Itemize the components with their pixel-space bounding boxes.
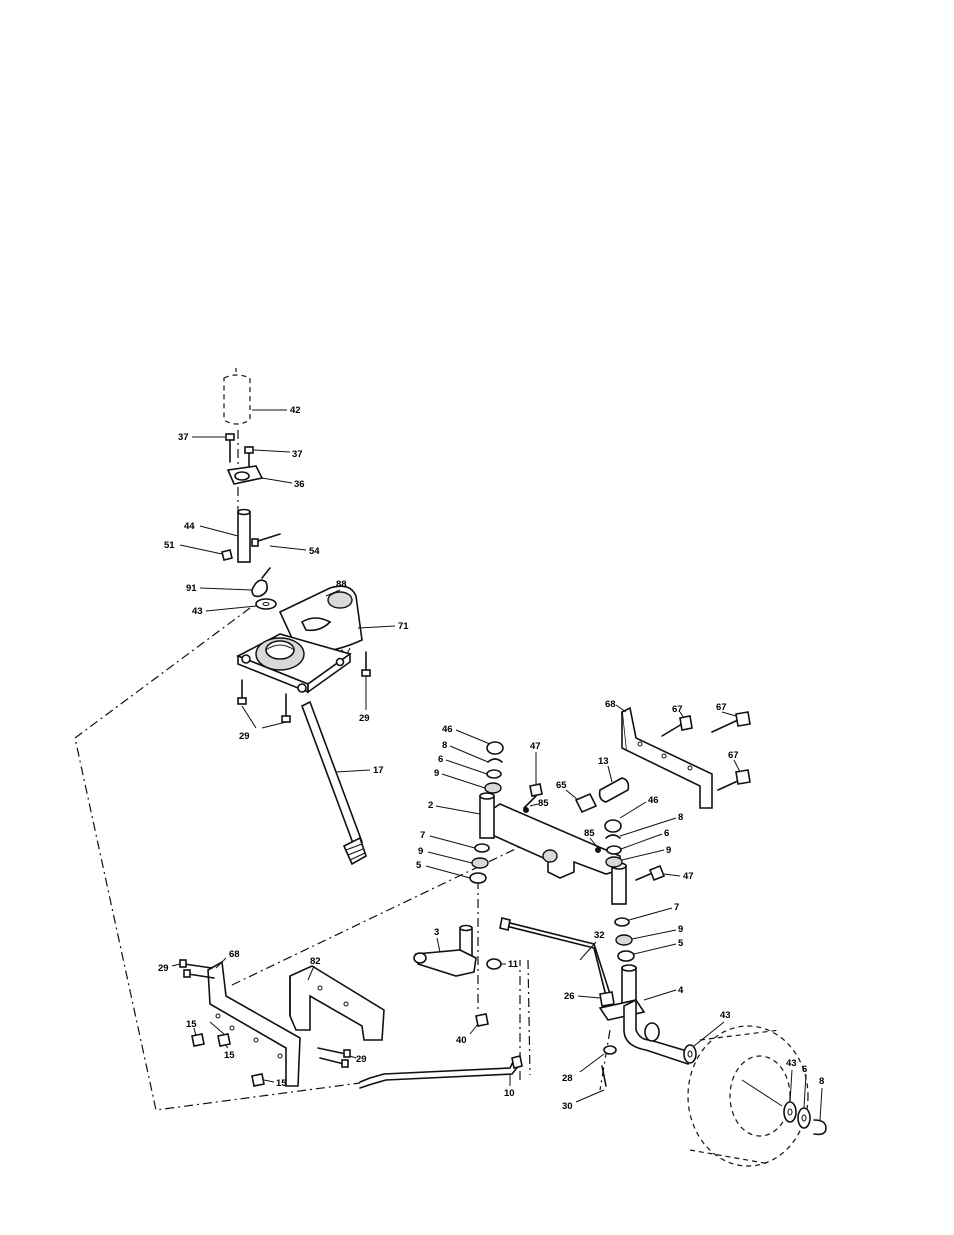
label-11: 11 [508,959,519,970]
bolts-29-lower-right [318,1048,356,1067]
spring-91 [200,568,270,596]
label-32: 32 [594,930,605,941]
bracket-68-lower [208,958,300,1086]
label-54: 54 [309,546,320,557]
label-9-left-lower: 9 [418,846,423,857]
callout-labels: 42 37 37 36 44 51 54 91 88 43 71 29 29 1… [158,405,824,1112]
label-68-lower: 68 [229,949,240,960]
pinion-shaft-17 [302,702,370,864]
pivot-bushing-13 [600,766,629,802]
label-37-left: 37 [178,432,189,443]
label-29-housing-left: 29 [239,731,250,742]
label-29-housing-right: 29 [359,713,370,724]
bolts-29-housing-left [238,680,290,728]
label-3: 3 [434,927,439,938]
label-6-left: 6 [438,754,443,765]
spacer-65 [566,790,596,812]
label-7-right: 7 [674,902,679,913]
label-88: 88 [336,579,347,590]
label-67-a: 67 [672,704,683,715]
label-17: 17 [373,765,384,776]
label-91: 91 [186,583,197,594]
bracket-82 [290,966,384,1040]
left-lower-washer-stack [426,836,489,883]
label-85-left: 85 [538,798,549,809]
label-43-axle: 43 [720,1010,731,1021]
label-28: 28 [562,1073,573,1084]
bolt-37-left [192,434,234,462]
label-44: 44 [184,521,195,532]
label-68-top: 68 [605,699,616,710]
label-26: 26 [564,991,575,1002]
label-67-c: 67 [728,750,739,761]
label-85-right: 85 [584,828,595,839]
label-51: 51 [164,540,175,551]
label-30: 30 [562,1101,573,1112]
label-36: 36 [294,479,305,490]
right-lower-washer-stack [615,908,676,961]
label-8-left: 8 [442,740,447,751]
label-8-wheel: 8 [819,1076,824,1087]
label-8-right: 8 [678,812,683,823]
label-37-right: 37 [292,449,303,460]
label-65: 65 [556,780,567,791]
left-spindle-3 [414,926,476,977]
nut-40 [470,1014,488,1034]
bearing-flange-36 [228,466,292,484]
axle-support-bracket-68-top [616,705,712,808]
label-43-wheel: 43 [786,1058,797,1069]
label-13: 13 [598,756,609,767]
label-46-right: 46 [648,795,659,806]
label-43-top: 43 [192,606,203,617]
nut-51 [180,545,232,560]
left-spindle-hardware-stack [442,730,503,793]
label-2: 2 [428,800,433,811]
bolt-54 [252,534,306,550]
label-47-left: 47 [530,741,541,752]
label-82: 82 [310,956,321,967]
washer-28 [580,1046,616,1072]
label-4: 4 [678,985,684,996]
clip-11 [487,959,506,969]
label-40: 40 [456,1035,467,1046]
label-15-c: 15 [276,1078,287,1089]
label-5-right: 5 [678,938,684,949]
label-7-left: 7 [420,830,425,841]
label-5-left: 5 [416,860,422,871]
label-15-a: 15 [186,1019,197,1030]
label-15-b: 15 [224,1050,235,1061]
label-42: 42 [290,405,301,416]
label-6-wheel: 6 [802,1064,807,1075]
label-6-right: 6 [664,828,669,839]
nut-26 [578,992,614,1006]
label-29-lower-left: 29 [158,963,169,974]
drag-link-10 [360,1056,522,1088]
bolt-47-right [636,866,680,880]
label-9-right: 9 [666,845,671,856]
bolt-29-housing-right [362,652,370,710]
label-46-left: 46 [442,724,453,735]
label-29-lower-right: 29 [356,1054,367,1065]
steering-wheel-adapter-42 [224,375,287,424]
label-9-right-lower: 9 [678,924,683,935]
washer-43-top [206,599,276,611]
label-9-left: 9 [434,768,439,779]
washer-43-axle [684,1022,724,1063]
label-67-b: 67 [716,702,727,713]
label-47-right: 47 [683,871,694,882]
label-71: 71 [398,621,409,632]
label-10: 10 [504,1088,515,1099]
